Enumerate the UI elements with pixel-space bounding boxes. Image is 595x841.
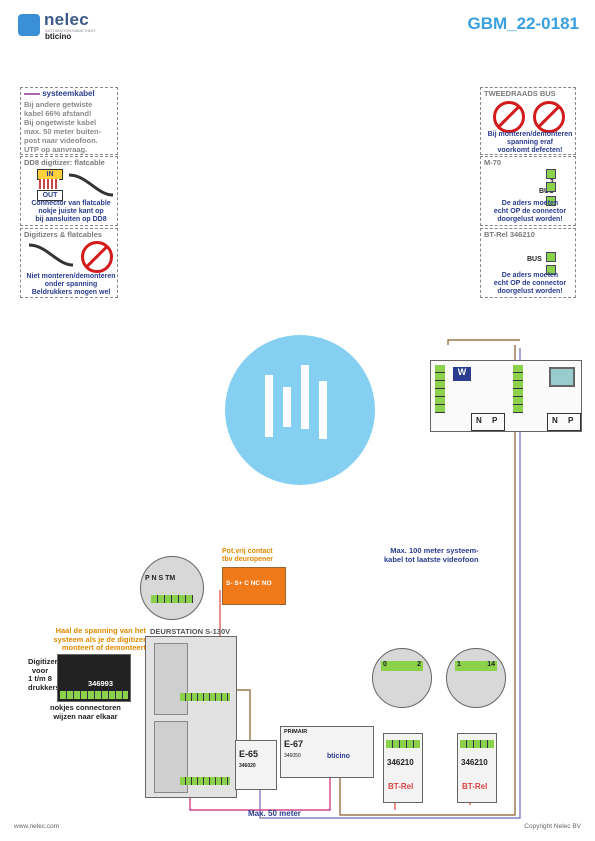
doc-code: GBM_22-0181 (467, 14, 579, 33)
monitor-panel: W N P N P (430, 360, 582, 432)
brand-sub: bticino (45, 32, 72, 41)
monitor-icon: W (453, 367, 471, 381)
max50-label: Max. 50 meter (248, 809, 301, 818)
nelec-logo-icon (18, 14, 40, 36)
e65-module: E-65 346020 (235, 740, 277, 790)
footer-url: www.nelec.com (14, 823, 60, 830)
no-entry-icon (81, 241, 113, 273)
contact-module: S- S+ C NC NO (222, 567, 286, 605)
videophone-icon (549, 367, 575, 387)
connector-zoom: P N S TM (140, 556, 204, 620)
watermark-logo-icon (225, 335, 375, 485)
footer-copyright: Copyright Nelec BV (524, 823, 581, 830)
digitizer: 346993 (57, 654, 131, 702)
door-station (145, 636, 237, 798)
max100-label: Max. 100 meter systeem-kabel tot laatste… (384, 546, 479, 564)
note-dd8: DD8 digitizer: flatcable IN OUT Connecto… (20, 156, 118, 226)
note-systemcable: systeemkabel Bij andere getwiste kabel 6… (20, 87, 118, 155)
note-digitizers: Digitizers & flatcables Niet monteren/de… (20, 228, 118, 298)
door-station-label: DEURSTATION S-130V (150, 627, 231, 636)
btrel-b: 346210 BT-Rel (457, 733, 497, 803)
brand-tagline: AUTOMATION MADE EASY (45, 28, 96, 33)
btrel-a: 346210 BT-Rel (383, 733, 423, 803)
brand-name: nelec (44, 10, 89, 29)
e67-module: PRIMAIR E-67 346050 bticino (280, 726, 374, 778)
no-plug-icon (493, 101, 525, 133)
no-lightning-icon (533, 101, 565, 133)
